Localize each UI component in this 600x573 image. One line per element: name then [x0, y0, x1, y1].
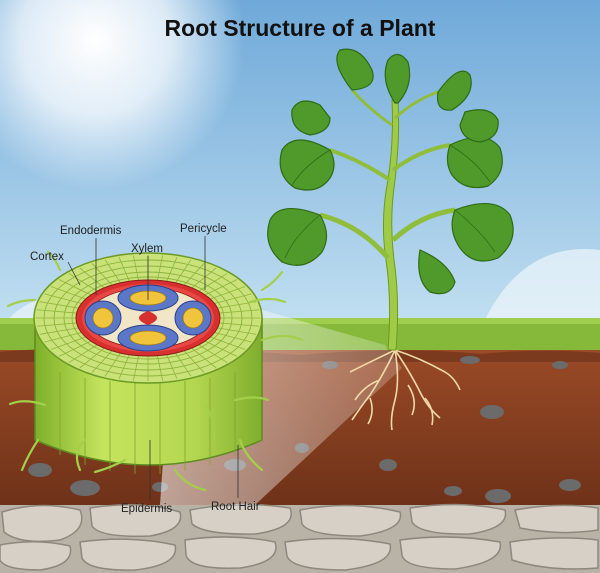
cortex-cell-divider [175, 352, 192, 377]
cortex-cell-divider [91, 263, 113, 286]
plant [267, 48, 514, 431]
label-root-hair: Root Hair [211, 501, 260, 513]
cortex-cell-divider [91, 350, 113, 373]
cortex-cell-divider [36, 309, 77, 314]
label-xylem: Xylem [131, 243, 163, 255]
cortex-cells [36, 255, 260, 381]
cortex-cell-divider [132, 355, 139, 381]
cortex-cell-divider [104, 259, 121, 284]
cortex-cell-divider [36, 322, 77, 327]
cortex-cell-divider [210, 336, 246, 350]
cortex-cell-divider [58, 340, 92, 357]
cortex-cell-divider [68, 344, 98, 363]
cortex-cell-divider [183, 350, 205, 373]
cortex-cell-divider [204, 279, 238, 296]
cortex-cell-divider [68, 273, 98, 292]
cortex-cell-divider [44, 293, 82, 304]
label-epidermis: Epidermis [121, 503, 172, 515]
cortex-cell-divider [204, 340, 238, 357]
cortex-cell-divider [50, 286, 86, 300]
cortex-cell-divider [214, 293, 252, 304]
plant-roots [349, 349, 461, 431]
cortex-cell-divider [44, 332, 82, 343]
cortex-cell-divider [219, 309, 260, 314]
cortex-cell-divider [175, 259, 192, 284]
stones [0, 503, 599, 571]
cortex-cell-divider [217, 327, 257, 335]
cortex-cell-divider [210, 286, 246, 300]
cortex-cell-divider [58, 279, 92, 296]
cortex-cell-divider [118, 256, 130, 282]
labels: Cortex Endodermis Xylem Pericycle Epider… [30, 223, 260, 515]
cortex-cell-divider [166, 354, 178, 380]
cortex-cell-divider [183, 263, 205, 286]
cortex-cell-divider [39, 327, 79, 335]
label-cortex: Cortex [30, 251, 64, 263]
diagram-title: Root Structure of a Plant [165, 15, 436, 41]
cloud [480, 249, 600, 330]
cortex-cell-divider [79, 267, 105, 289]
label-pericycle: Pericycle [180, 223, 227, 235]
sun-glow [0, 0, 245, 190]
label-endodermis: Endodermis [60, 225, 122, 237]
cortex-cell-divider [132, 255, 139, 281]
cortex-cell-divider [39, 301, 79, 309]
root-cross-section [6, 250, 304, 492]
root-hairs [6, 250, 304, 492]
cortex-cell-divider [198, 344, 228, 363]
cortex-cell-divider [157, 255, 164, 281]
cortex-cell-divider [191, 347, 217, 369]
plant-leaves [267, 48, 514, 295]
cortex-cell-divider [104, 352, 121, 377]
cortex-cell-divider [219, 322, 260, 327]
cortex-cell-divider [214, 332, 252, 343]
cortex-cell-divider [166, 256, 178, 282]
vascular-bundle [84, 284, 212, 352]
cortex-cell-divider [198, 273, 228, 292]
cortex-cell-divider [118, 354, 130, 380]
cortex-cell-divider [191, 267, 217, 289]
cortex-cell-divider [50, 336, 86, 350]
cortex-cell-divider [157, 355, 164, 381]
cortex-leader [67, 261, 81, 286]
cortex-cell-divider [79, 347, 105, 369]
